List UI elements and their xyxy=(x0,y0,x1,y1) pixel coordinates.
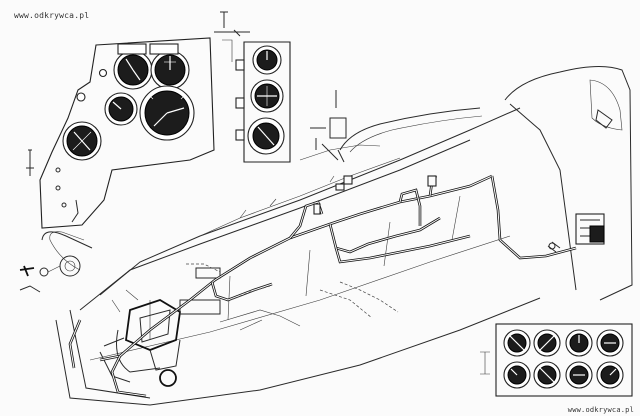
panel-gauge-icon xyxy=(150,50,190,90)
inset-gauge-icon xyxy=(596,329,624,357)
switch-icon xyxy=(235,97,245,109)
small-knob-icon xyxy=(98,68,108,78)
inset-gauge-icon xyxy=(533,329,561,357)
inset-gauge-icon xyxy=(565,329,593,357)
terminal-box-cluster xyxy=(547,213,605,253)
panel-gauge-icon xyxy=(62,121,102,161)
junction-block xyxy=(343,175,353,185)
dashed-cable-routes xyxy=(186,263,399,319)
switch-icon xyxy=(235,129,245,141)
inset-gauge-icon xyxy=(503,361,531,389)
junction-block xyxy=(313,203,321,215)
switch-icon xyxy=(235,59,245,71)
inset-gauge-icon xyxy=(503,329,531,357)
watermark-bottom: www.odkrywca.pl xyxy=(567,406,634,414)
inset-gauge-icon xyxy=(596,361,624,389)
panel-gauge-icon xyxy=(250,79,284,113)
main-instrument-panel xyxy=(26,37,215,229)
watermark-top: www.odkrywca.pl xyxy=(14,11,90,20)
inset-gauge-icon xyxy=(533,361,561,389)
connector-bracket xyxy=(310,90,347,163)
inset-gauge-icon xyxy=(565,361,593,389)
small-knob-icon xyxy=(76,92,86,102)
panel-gauge-icon xyxy=(139,85,195,141)
inset-gauge-panel xyxy=(480,323,633,397)
panel-indicator-window xyxy=(117,43,147,55)
wiring-harness xyxy=(68,174,577,398)
panel-gauge-icon xyxy=(104,92,138,126)
panel-gauge-icon xyxy=(252,45,282,75)
console-box xyxy=(195,267,221,279)
junction-block xyxy=(427,175,437,187)
panel-gauge-icon xyxy=(113,50,153,90)
secondary-instrument-panel xyxy=(214,11,291,163)
panel-gauge-icon xyxy=(247,117,285,155)
panel-indicator-window xyxy=(149,43,179,55)
vent-icon xyxy=(595,109,613,129)
control-wheel-icon xyxy=(159,369,177,387)
side-components xyxy=(19,265,61,293)
junction-block xyxy=(335,183,345,191)
